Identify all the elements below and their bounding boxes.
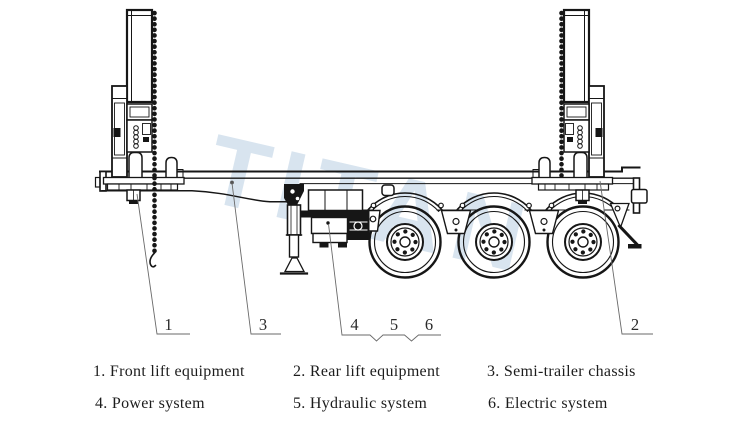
wheel-2 (457, 205, 531, 279)
wheel-3 (546, 205, 620, 279)
rear-lamp-box (630, 188, 648, 204)
wheel-bolts (481, 229, 507, 255)
tire (457, 205, 531, 279)
callout-number-3: 3 (259, 315, 267, 334)
landing-leg (279, 184, 309, 275)
underrun-bar (617, 223, 640, 248)
callout-number-6: 6 (425, 315, 433, 334)
leader-dot-3 (230, 180, 234, 185)
chain-hook (149, 252, 157, 268)
spring-hanger-mid-2 (528, 209, 560, 235)
pump-block (347, 212, 370, 240)
tire (546, 205, 620, 279)
landing-leg-foot (283, 257, 306, 273)
callout-number-2: 2 (631, 315, 639, 334)
leader-line-1 (136, 193, 190, 335)
wheel-bolts (570, 229, 596, 255)
leader-line-2 (599, 180, 653, 335)
spring-hanger-mid-1 (440, 209, 472, 235)
chassis-bracket (381, 184, 395, 197)
wheel-1 (368, 205, 442, 279)
leader-line-4-5-6 (328, 223, 441, 342)
diagram-linework (94, 10, 648, 279)
power-tank-box (307, 189, 364, 212)
wheel-bolts (392, 229, 418, 255)
callout-number-4: 4 (350, 315, 358, 334)
front-lift-equipment (104, 10, 185, 268)
tire (368, 205, 442, 279)
callout-number-1: 1 (164, 315, 172, 334)
rear-end (609, 177, 648, 249)
leader-line-3 (231, 182, 281, 335)
callout-number-5: 5 (390, 315, 398, 334)
rear-lift-equipment (532, 10, 613, 204)
wheels (368, 205, 620, 279)
chassis-top-flange (99, 166, 641, 173)
callouts: 1 3 4 5 6 2 (136, 180, 653, 342)
gooseneck-line (101, 190, 288, 203)
